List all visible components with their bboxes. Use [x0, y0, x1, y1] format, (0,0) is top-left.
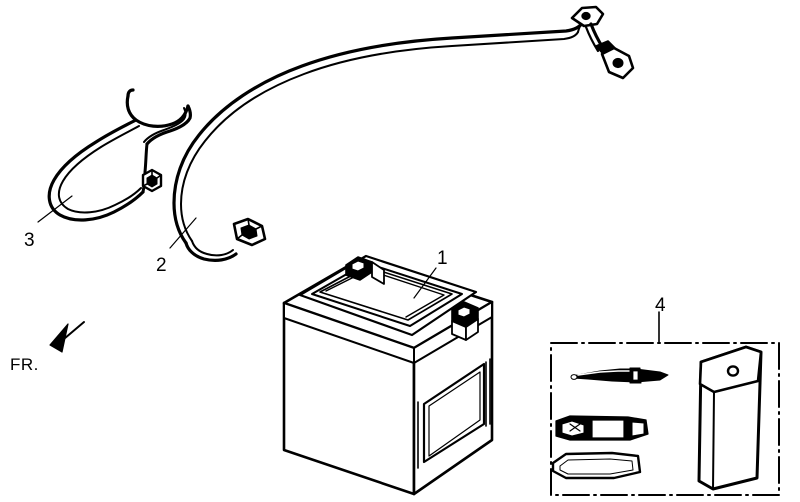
cable-2-terminal-lower [600, 46, 635, 80]
cable-3-terminal [141, 168, 163, 193]
callout-label-1[interactable]: 1 [437, 248, 448, 269]
tool-pouch [697, 345, 763, 491]
cable-2-terminal-end [232, 217, 267, 247]
front-direction-arrow [49, 321, 85, 353]
tool-spark-plug-wrench [555, 415, 649, 441]
cable-3-negative [47, 88, 192, 222]
callout-label-3[interactable]: 3 [24, 230, 35, 251]
cable-2-positive [172, 5, 635, 262]
front-direction-label: FR. [10, 355, 39, 374]
tool-screwdriver [570, 367, 669, 384]
battery [282, 254, 494, 496]
tool-flat-wrench [551, 451, 642, 480]
callout-label-4[interactable]: 4 [655, 295, 666, 316]
callout-label-2[interactable]: 2 [156, 255, 167, 276]
leader-line-3 [37, 195, 73, 223]
leader-line-1 [413, 267, 437, 299]
battery-terminal-right [451, 301, 479, 341]
battery-terminal-left [345, 256, 385, 285]
cable-2-terminal-upper [570, 5, 605, 28]
leader-line-2 [169, 217, 197, 249]
